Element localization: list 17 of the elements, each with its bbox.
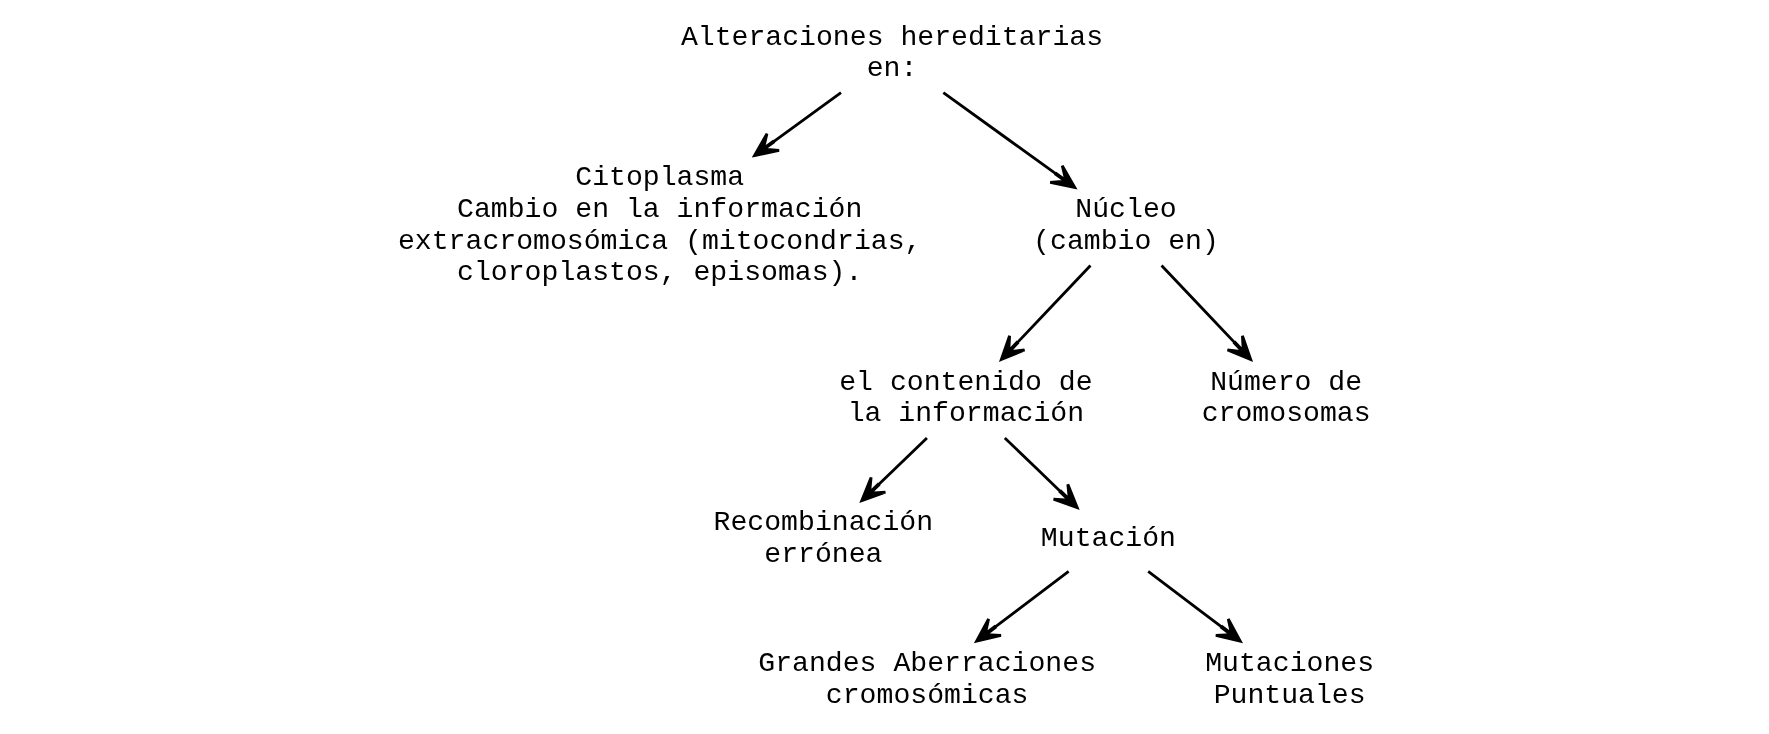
node-text: Número de cromosomas: [1201, 366, 1371, 430]
arrow: [860, 436, 928, 503]
node-text: Citoplasma Cambio en la información extracromosómica (mitocondrias, cloroplastos, episomas).: [397, 162, 922, 289]
node-text: Núcleo (cambio en): [1033, 194, 1219, 257]
arrow: [999, 264, 1092, 361]
arrow: [1003, 436, 1079, 510]
node-text: Grandes Aberraciones cromosómicas: [758, 648, 1097, 711]
arrow: [975, 570, 1070, 643]
arrow: [1147, 570, 1242, 643]
node-text: Alteraciones hereditarias en:: [680, 21, 1104, 85]
arrow: [942, 91, 1077, 189]
arrow: [753, 91, 842, 157]
node-text: Recombinación errónea: [713, 507, 934, 570]
node-text: Mutación: [1040, 523, 1176, 555]
arrow: [1160, 264, 1253, 361]
node-text: el contenido de la información: [839, 366, 1093, 430]
node-text: Mutaciones Puntuales: [1205, 648, 1375, 711]
